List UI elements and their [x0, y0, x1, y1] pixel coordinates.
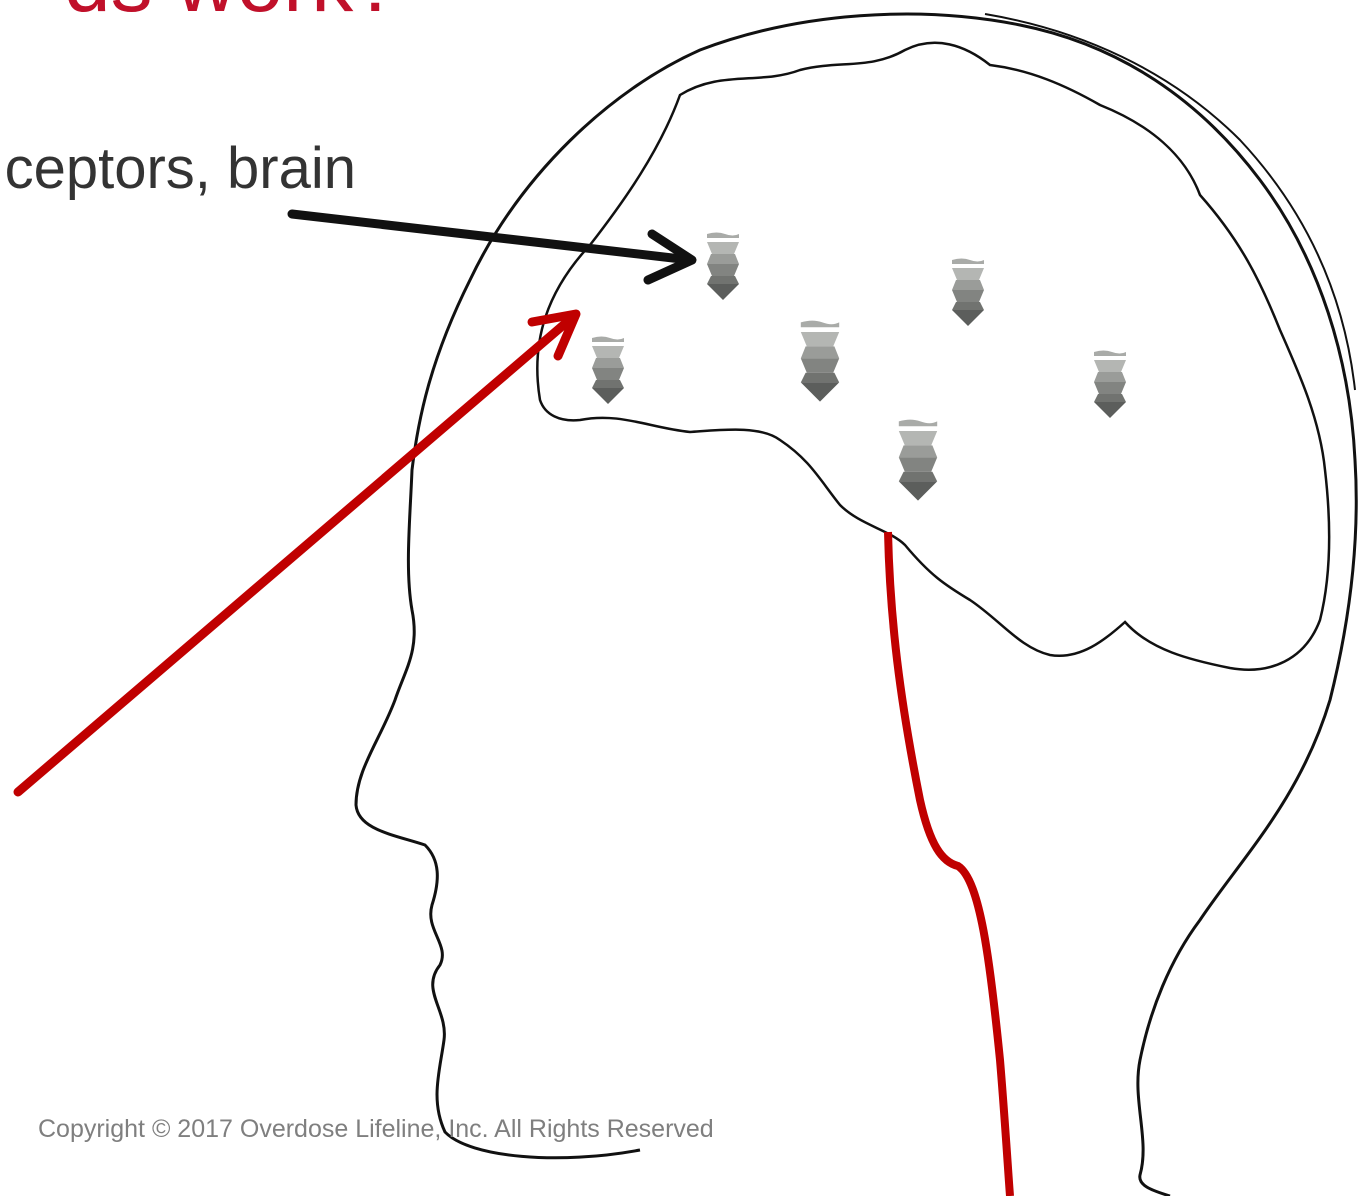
skull-inner-outline — [985, 14, 1355, 390]
head-outline — [356, 14, 1356, 1196]
opioid-receptor-icon — [801, 321, 839, 402]
copyright-notice: Copyright © 2017 Overdose Lifeline, Inc.… — [38, 1114, 714, 1144]
black-arrow-icon — [292, 214, 692, 280]
opioid-receptor-icon — [592, 337, 624, 405]
neural-pathway — [888, 532, 1010, 1196]
opioid-receptor-icon — [899, 420, 937, 501]
brain-outline — [537, 43, 1329, 670]
opioid-receptor-icon — [1094, 351, 1126, 419]
red-arrow-icon — [18, 314, 576, 792]
opioid-receptor-icon — [952, 259, 984, 327]
opioid-receptor-icon — [707, 233, 739, 301]
